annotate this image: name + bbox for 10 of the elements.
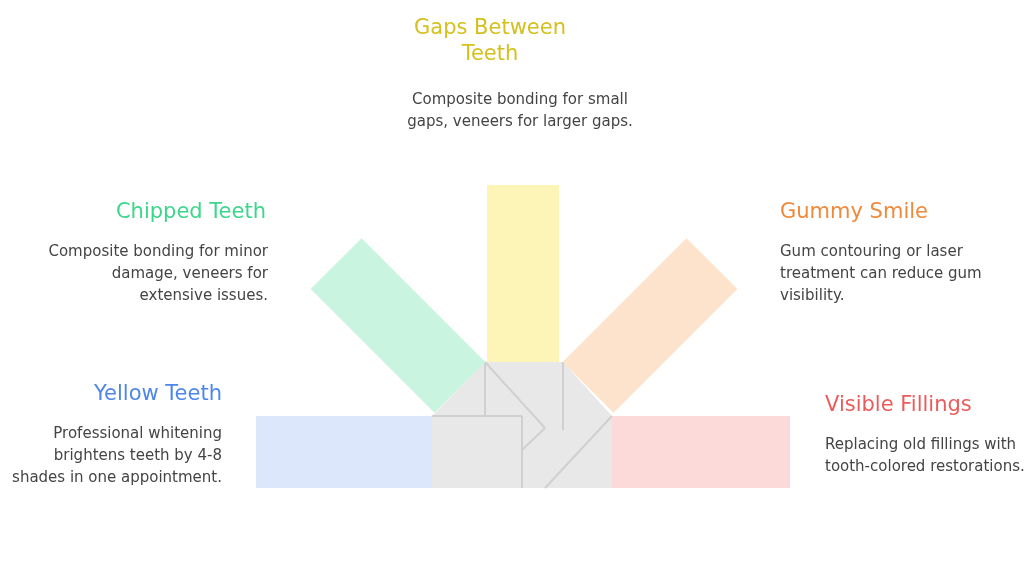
description-text: Composite bonding for small gaps, veneers for larger gaps. [406, 89, 634, 132]
category-heading: Yellow Teeth [93, 380, 222, 406]
description-text: Gum contouring or laser treatment can reduce gum visibility. [780, 241, 983, 306]
category-heading: Gummy Smile [780, 198, 929, 224]
category-heading: Visible Fillings [825, 391, 973, 417]
description-text: Composite bonding for minor damage, veneers for extensive issues. [47, 241, 268, 306]
description-text: Replacing old fillings with tooth-colored restorations. [825, 434, 1024, 477]
category-heading: Gaps Between Teeth [413, 14, 567, 66]
description-text: Professional whitening brightens teeth by 4-8 shades in one appointment. [12, 423, 222, 488]
category-heading: Chipped Teeth [114, 198, 266, 224]
